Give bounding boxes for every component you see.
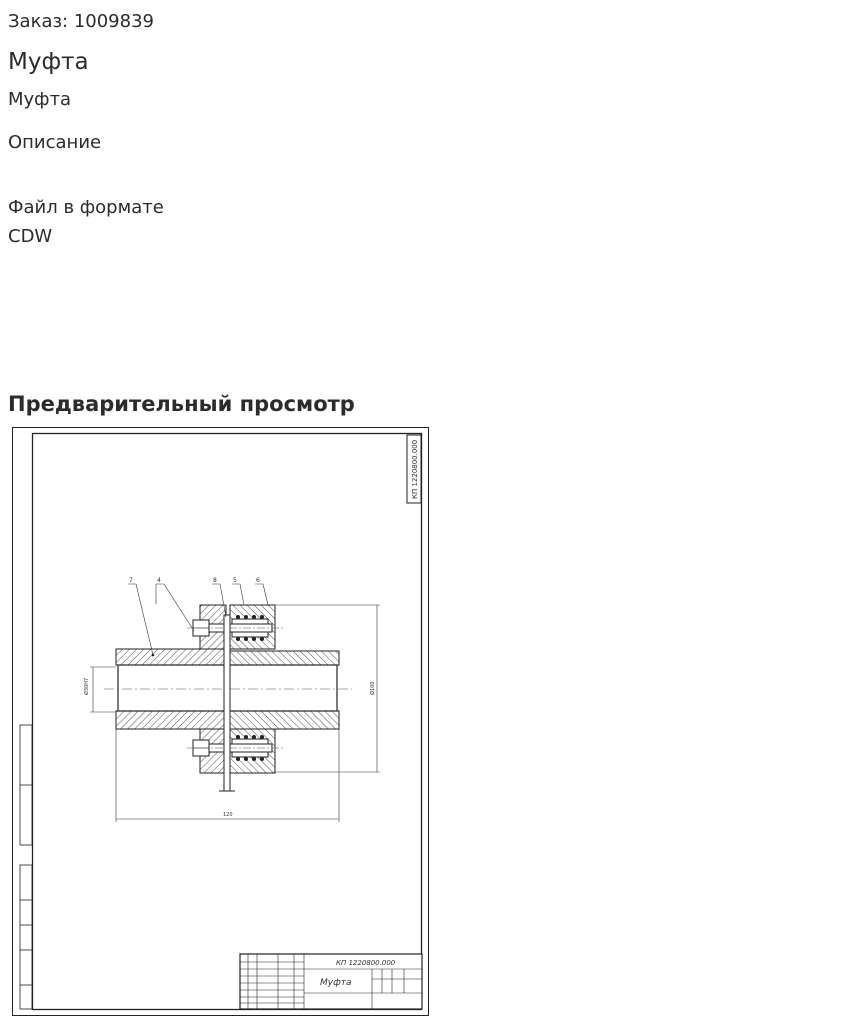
leader-label-5: 6 xyxy=(256,577,260,584)
file-format-link[interactable]: Файл в формате CDW xyxy=(8,197,164,247)
svg-text:Ø30H7: Ø30H7 xyxy=(83,678,90,695)
leader-label-1: 7 xyxy=(129,577,133,584)
svg-text:120: 120 xyxy=(223,812,233,818)
left-margin-boxes xyxy=(19,724,33,1010)
product-title: Муфта xyxy=(8,49,89,75)
preview-heading: Предварительный просмотр xyxy=(8,392,355,416)
leader-label-2: 4 xyxy=(157,577,161,584)
leader-label-3: 8 xyxy=(213,577,217,584)
description-label: Описание xyxy=(8,132,102,153)
coupling-assembly: 120 Ø100 Ø30H7 xyxy=(83,577,380,822)
title-block: КП 1220800.000 Муфта xyxy=(239,953,423,1010)
drawing-preview-image[interactable]: КП 1220800.000 120 Ø100 Ø30H7 xyxy=(12,427,430,1017)
leader-label-4: 5 xyxy=(233,577,237,584)
top-code-stamp: КП 1220800.000 xyxy=(406,434,422,504)
sheet-inner-frame xyxy=(31,432,423,1011)
svg-text:Ø100: Ø100 xyxy=(369,682,376,695)
order-number: Заказ: 1009839 xyxy=(8,11,154,32)
title-block-name: Муфта xyxy=(320,978,352,988)
product-subtitle: Муфта xyxy=(8,89,72,110)
title-block-code: КП 1220800.000 xyxy=(336,959,396,967)
top-code-text: КП 1220800.000 xyxy=(411,440,419,499)
